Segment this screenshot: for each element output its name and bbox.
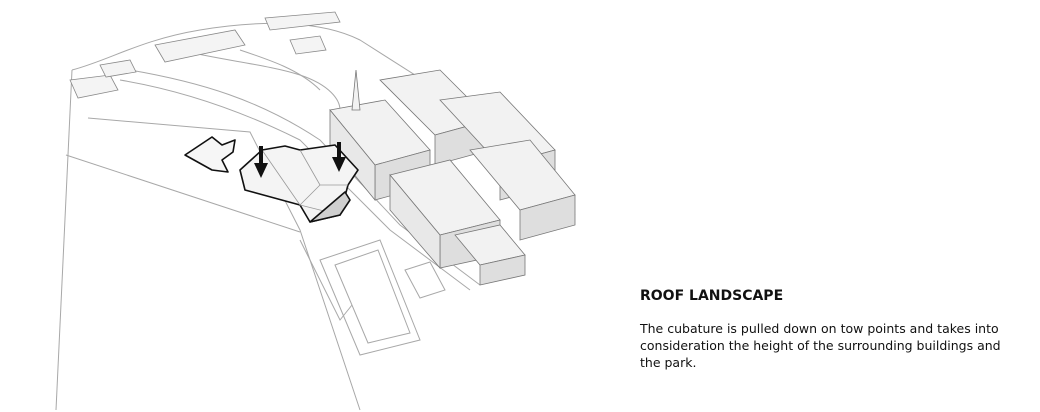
park-buildings [69, 11, 341, 99]
site-axonometric-diagram [55, 11, 576, 411]
city-blocks [329, 69, 576, 286]
proposed-building [184, 136, 359, 223]
caption-title: ROOF LANDSCAPE [640, 288, 784, 304]
ground-plane [55, 22, 576, 411]
caption-panel: ROOF LANDSCAPE The cubature is pulled do… [640, 288, 1020, 371]
down-arrow-icon [254, 142, 346, 178]
caption-body: The cubature is pulled down on tow point… [640, 321, 1001, 370]
